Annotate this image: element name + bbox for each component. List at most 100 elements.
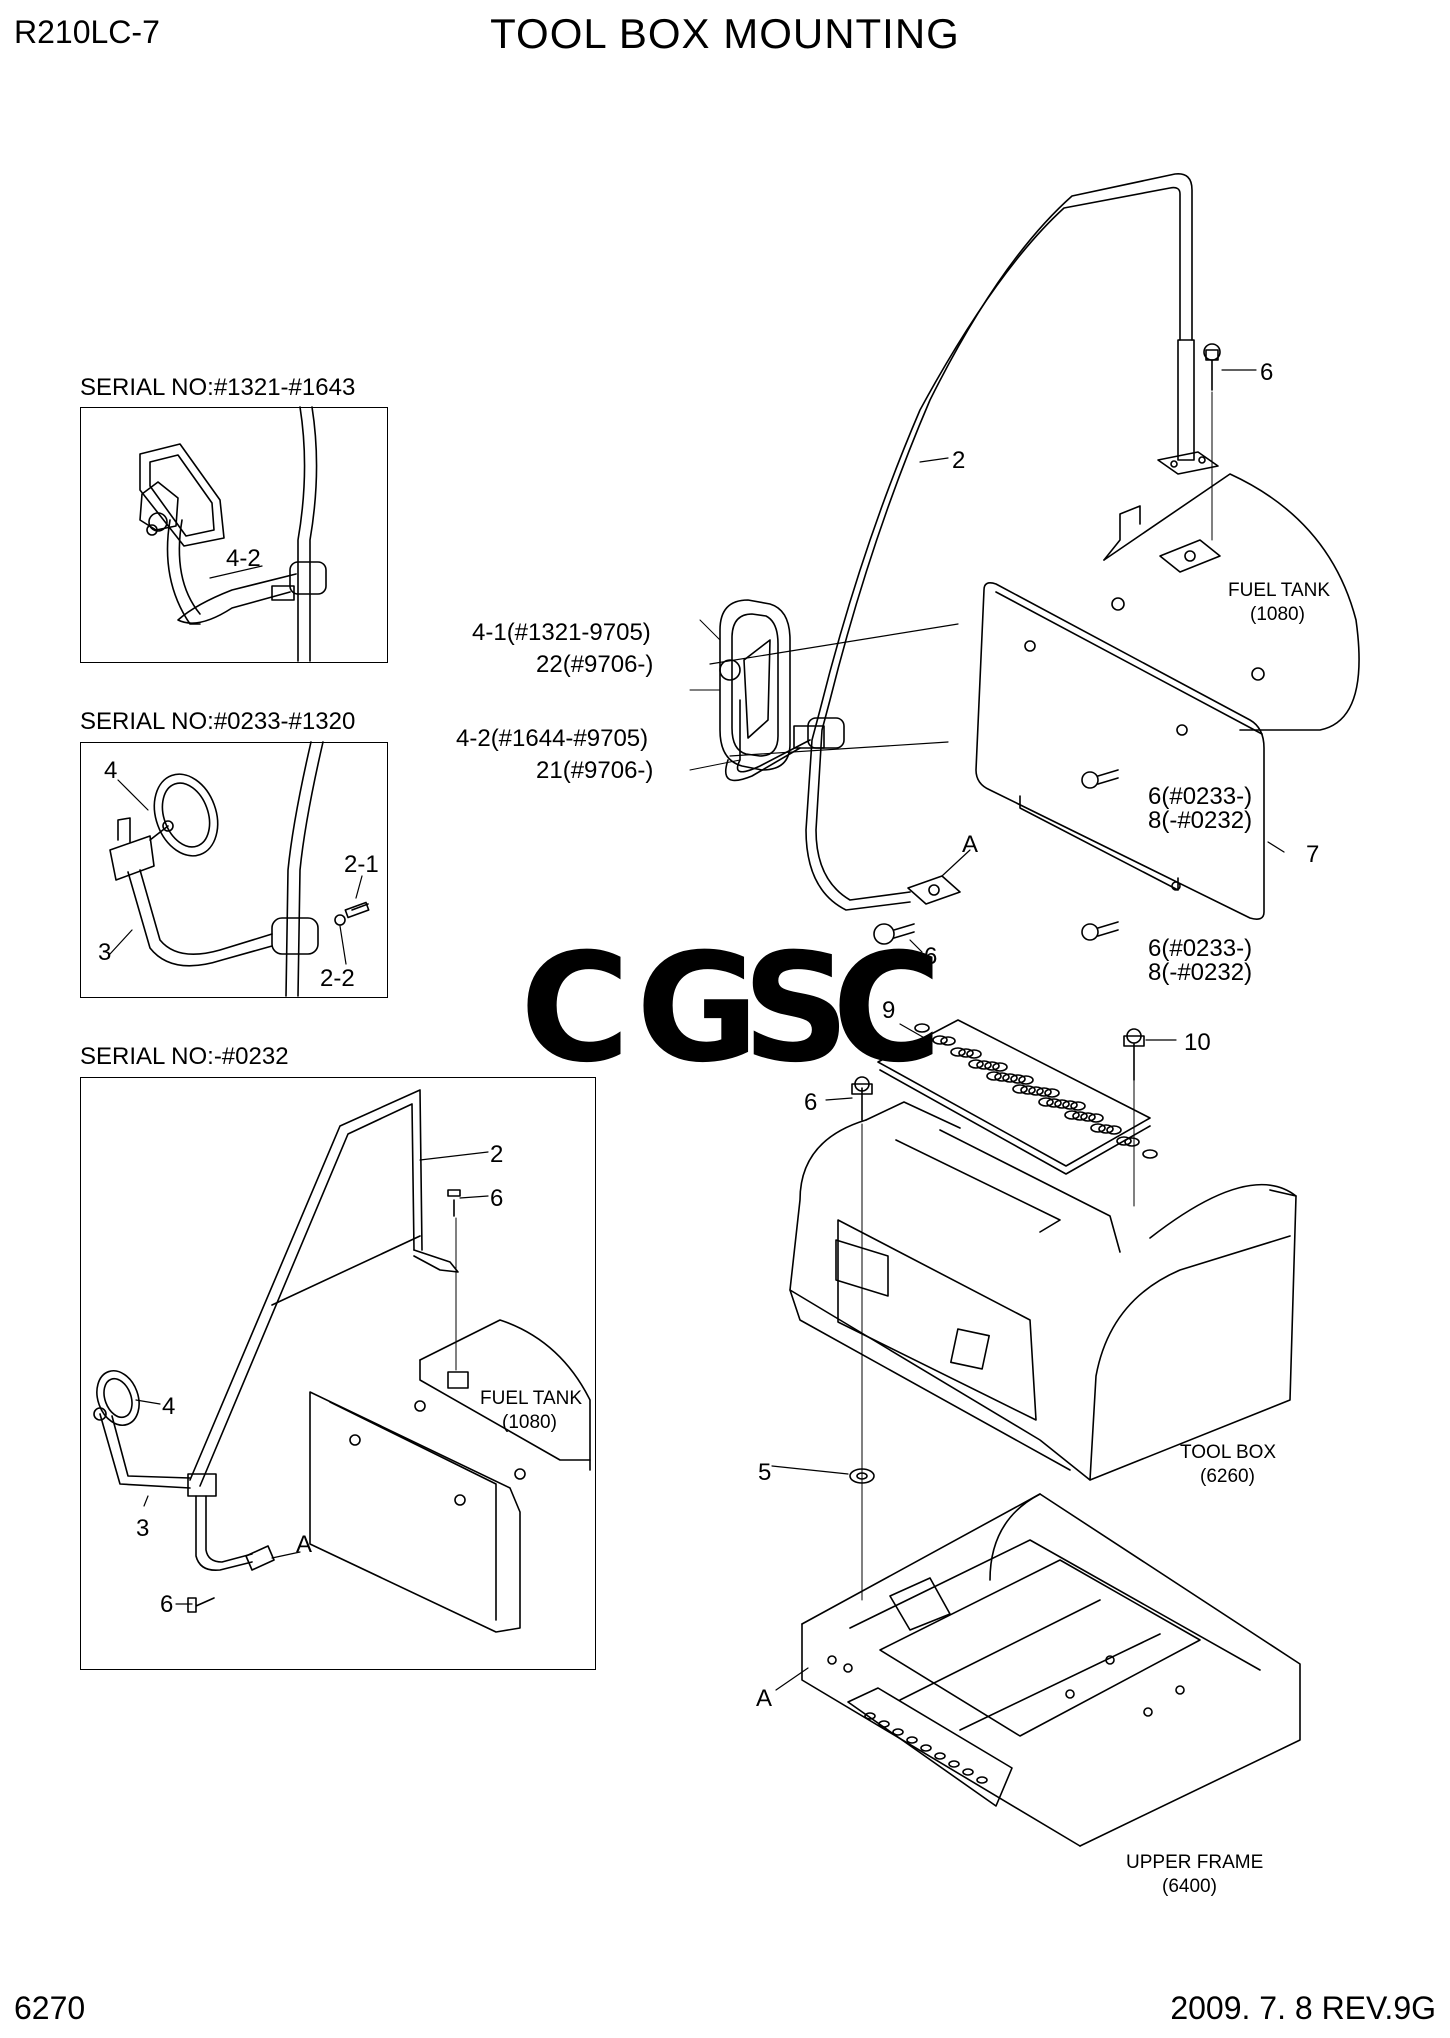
plate-hole [1064,1110,1080,1120]
callout-9: 9 [882,997,895,1024]
main-upper-frame [801,1493,1301,1847]
page-number: 6270 [14,1990,86,2026]
plate-hole [968,1059,984,1069]
step-hole [934,1752,946,1760]
callout-8-0232-b: 8(-#0232) [1148,959,1252,986]
inset-3-fuel-tank-label: FUEL TANK [480,1388,582,1409]
callout-8-0232-a: 8(-#0232) [1148,807,1252,834]
plate-hole [1036,1087,1052,1097]
plate-hole [976,1060,992,1070]
inset-2-frame [80,742,388,998]
inset-3-callout-4: 4 [162,1393,175,1420]
tool-box-label: TOOL BOX [1180,1442,1276,1463]
inset-2-serial: SERIAL NO:#0233-#1320 [80,708,356,735]
callout-4-1: 4-1(#1321-9705) [472,619,651,646]
fuel-tank-code: (1080) [1250,604,1305,625]
step-hole [976,1776,988,1784]
plate-hole [1010,1074,1026,1084]
plate-hole [1124,1137,1140,1147]
inset-2-callout-2-2: 2-2 [320,965,355,992]
inset-2-callout-2-1: 2-1 [344,851,379,878]
plate-hole [1106,1125,1122,1135]
tool-box-code: (6260) [1200,1466,1255,1487]
callout-2: 2 [952,447,965,474]
callout-21: 21(#9706-) [536,757,653,784]
step-hole [906,1736,918,1744]
model-number: R210LC-7 [14,14,160,50]
inset-3-callout-a: A [296,1531,312,1558]
callout-a-bottom: A [756,1685,772,1712]
step-hole [920,1744,932,1752]
main-tool-box [789,1028,1297,1601]
step-hole [878,1720,890,1728]
inset-1-drawing [139,406,327,662]
callout-22: 22(#9706-) [536,651,653,678]
fuel-tank-label: FUEL TANK [1228,580,1330,601]
plate-hole [1002,1073,1018,1083]
plate-hole [1142,1149,1158,1159]
inset-1-callout-4-2: 4-2 [226,545,261,572]
inset-2-drawing [109,741,370,997]
plate-hole [950,1047,966,1057]
callout-6-0233-a: 6(#0233-) [1148,783,1252,810]
plate-hole [1018,1075,1034,1085]
upper-frame-label: UPPER FRAME [1126,1852,1263,1873]
plate-hole [1020,1085,1036,1095]
watermark-letter-1: C [520,922,630,1096]
plate-hole [992,1062,1008,1072]
callout-a-top: A [962,831,978,858]
plate-hole [940,1036,956,1046]
cgsc-watermark: C G S C [520,922,942,1096]
plate-hole [986,1071,1002,1081]
inset-3-frame [80,1077,596,1670]
callout-7: 7 [1306,841,1319,868]
plate-hole [1080,1112,1096,1122]
plate-hole [1038,1097,1054,1107]
callout-6-top: 6 [1260,359,1273,386]
plate-hole [958,1048,974,1058]
main-mirror-stay [689,173,1221,945]
plate-hole [1072,1111,1088,1121]
callout-6-mid: 6 [924,943,937,970]
plate-hole [1012,1084,1028,1094]
watermark-letter-2: G [636,922,759,1096]
plate-hole [1054,1099,1070,1109]
plate-hole [994,1072,1010,1082]
inset-1-frame [80,407,388,663]
plate-hole [914,1023,930,1033]
plate-hole [984,1061,1000,1071]
step-hole [892,1728,904,1736]
inset-3-callout-6-top: 6 [490,1185,503,1212]
plate-hole [1044,1088,1060,1098]
watermark-letter-3: S [742,922,850,1096]
plate-hole [966,1049,982,1059]
plate-hole [1098,1124,1114,1134]
inset-2-callout-3: 3 [98,939,111,966]
plate-hole [1070,1101,1086,1111]
main-plate-9 [877,1019,1151,1175]
revision-date: 2009. 7. 8 REV.9G [1170,1990,1436,2026]
step-hole [948,1760,960,1768]
callout-4-2: 4-2(#1644-#9705) [456,725,648,752]
inset-3-fuel-tank-code: (1080) [502,1412,557,1433]
plate-hole [932,1035,948,1045]
page-title: TOOL BOX MOUNTING [490,10,960,57]
callout-10: 10 [1184,1029,1211,1056]
upper-frame-code: (6400) [1162,1876,1217,1897]
step-hole [864,1712,876,1720]
leader-lines [109,369,1285,1691]
callout-5: 5 [758,1459,771,1486]
main-fuel-tank [975,473,1360,941]
plate-hole [1088,1113,1104,1123]
callout-6-0233-b: 6(#0233-) [1148,935,1252,962]
plate-hole [1046,1098,1062,1108]
inset-3-callout-3: 3 [136,1515,149,1542]
callout-6-tool: 6 [804,1089,817,1116]
plate-hole [1090,1123,1106,1133]
inset-3-callout-2: 2 [490,1141,503,1168]
watermark-letter-4: C [832,922,942,1096]
frame-step-holes [864,1712,988,1784]
plate-hole [1116,1136,1132,1146]
inset-2-callout-4: 4 [104,757,117,784]
